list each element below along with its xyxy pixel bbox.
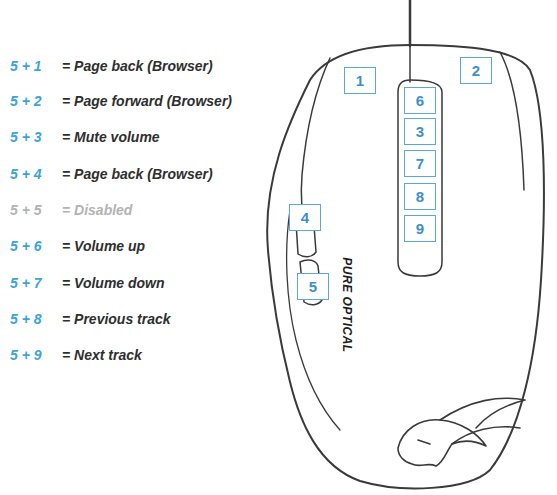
key-combo: 5 + 4 bbox=[10, 167, 42, 181]
function-text: = Page back (Browser) bbox=[62, 59, 213, 73]
callout-box: 5 bbox=[297, 273, 329, 300]
key-combo: 5 + 5 bbox=[10, 203, 42, 217]
logo-mane bbox=[440, 398, 525, 444]
callout-box: 8 bbox=[404, 183, 436, 210]
function-text: = Previous track bbox=[62, 312, 171, 326]
callout-box: 6 bbox=[404, 87, 436, 114]
callout-number: 6 bbox=[416, 93, 424, 108]
mouse-cable bbox=[409, 0, 412, 46]
side-grip-edge bbox=[287, 210, 340, 430]
button-split bbox=[409, 46, 411, 82]
function-text: = Mute volume bbox=[62, 130, 160, 144]
key-combo: 5 + 7 bbox=[10, 276, 42, 290]
key-combo: 5 + 3 bbox=[10, 130, 42, 144]
key-combo: 5 + 6 bbox=[10, 239, 42, 253]
key-combo: 5 + 1 bbox=[10, 59, 42, 73]
callout-number: 5 bbox=[309, 279, 317, 294]
function-text: = Volume up bbox=[62, 239, 145, 253]
product-print: PURE OPTICAL bbox=[341, 257, 353, 352]
function-text: = Volume down bbox=[62, 276, 165, 290]
function-text: = Disabled bbox=[62, 203, 132, 217]
callout-number: 2 bbox=[472, 63, 480, 78]
button-channel bbox=[398, 80, 442, 276]
key-combo: 5 + 2 bbox=[10, 94, 42, 108]
callout-box: 3 bbox=[404, 118, 436, 145]
logo-head bbox=[398, 420, 486, 466]
callout-number: 9 bbox=[416, 221, 424, 236]
right-panel-edge bbox=[500, 52, 524, 190]
function-text: = Page back (Browser) bbox=[62, 167, 213, 181]
mouse-body bbox=[267, 45, 544, 488]
callout-box: 7 bbox=[404, 150, 436, 177]
function-text: = Next track bbox=[62, 348, 142, 362]
key-combo: 5 + 8 bbox=[10, 312, 42, 326]
callout-number: 3 bbox=[416, 124, 424, 139]
callout-box: 4 bbox=[289, 204, 321, 231]
callout-box: 2 bbox=[460, 57, 492, 84]
callout-number: 4 bbox=[301, 210, 309, 225]
callout-number: 1 bbox=[356, 73, 364, 88]
function-text: = Page forward (Browser) bbox=[62, 94, 232, 108]
callout-box: 9 bbox=[404, 215, 436, 242]
callout-box: 1 bbox=[344, 67, 376, 94]
callout-number: 7 bbox=[416, 156, 424, 171]
callout-number: 8 bbox=[416, 189, 424, 204]
logo-eye bbox=[418, 440, 430, 444]
key-combo: 5 + 9 bbox=[10, 348, 42, 362]
